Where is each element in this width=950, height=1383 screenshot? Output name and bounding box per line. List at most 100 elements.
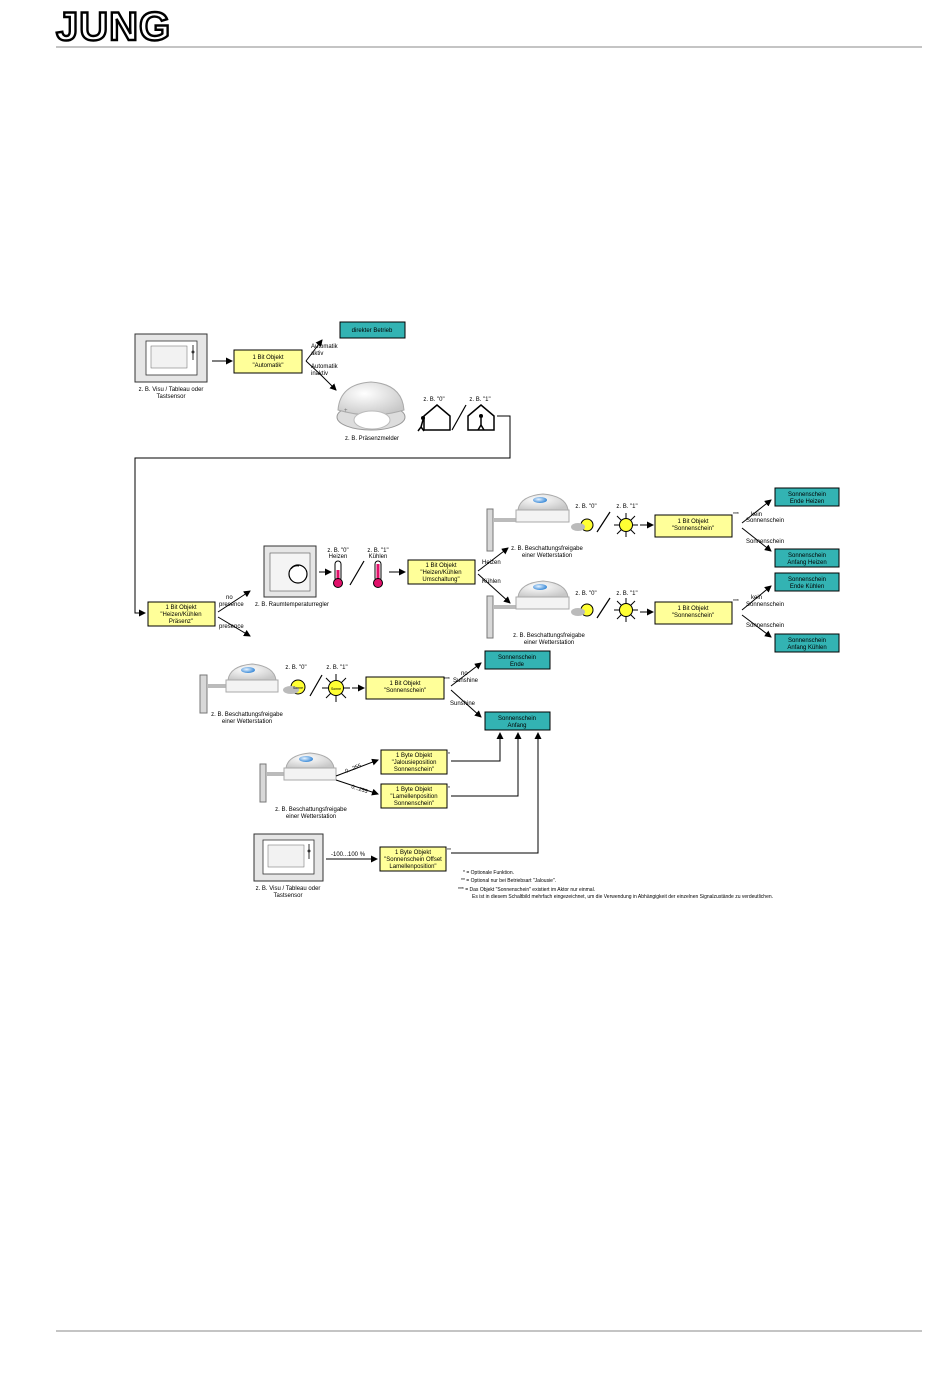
arrow-kuehlen (477, 573, 511, 604)
visu-caption-top: z. B. Visu / Tableau oder (139, 387, 204, 393)
label-presence: presence (219, 624, 244, 630)
label-range: -100...100 % (331, 852, 366, 858)
slash-divider-heizen (596, 511, 611, 533)
label-kein-kuehlen-1: kein (751, 595, 762, 601)
label-auto-aktiv-1: Automatik (311, 344, 339, 350)
logo-text: JUNG (56, 5, 171, 49)
obj-automatik-box: 1 Bit Objekt "Automatik" (233, 349, 303, 374)
mark-single-lamellen: * (448, 786, 450, 792)
label-zb1-kuehlen: z. B. "1" (616, 591, 637, 597)
arrow-auto-aktiv (305, 339, 323, 362)
label-zb1-presence: z. B. "1" (326, 665, 347, 671)
label-kuehlen1-1: z. B. "1" (367, 548, 388, 554)
arrow-no-presence (217, 590, 251, 613)
label-auto-inaktiv-1: Automatik (311, 364, 339, 370)
box-anfang-1: Sonnenschein (498, 716, 536, 722)
box-ende-heizen: Sonnenschein Ende Heizen (774, 487, 840, 507)
mark-double-offset: ** (447, 848, 451, 854)
obj-offset-box: 1 Byte Objekt "Sonnenschein Offset Lamel… (379, 846, 447, 872)
obj-lamellen-2: "Lamellenposition (390, 794, 437, 800)
arrow-sonne-kuehlen (741, 614, 772, 638)
obj-sonnenschein-heizen-box: 1 Bit Objekt "Sonnenschein" (654, 514, 733, 538)
label-kuehlen: Kühlen (482, 579, 501, 585)
box-anfang-heizen: Sonnenschein Anfang Heizen (774, 548, 840, 568)
weather-positions-caption-2: einer Wetterstation (286, 814, 336, 820)
jung-logo: JUNG (55, 4, 172, 50)
weather-kuehlen-caption-2: einer Wetterstation (524, 640, 574, 646)
obj-praesenz-line3: Präsenz" (169, 619, 193, 625)
connector-lamellen-to-anfang (451, 732, 522, 797)
weather-kuehlen-caption-1: z. B. Beschattungsfreigabe (513, 633, 585, 639)
footnotes: * = Optionale Funktion. ** = Optional nu… (458, 870, 773, 900)
connector-offset-to-anfang (451, 732, 542, 854)
obj-hk-line2: "Heizen/Kühlen (420, 570, 461, 576)
slash-divider-presence (309, 674, 323, 697)
obj-sonnenschein-heizen-1: 1 Bit Objekt (677, 519, 708, 525)
weather-heizen-caption-1: z. B. Beschattungsfreigabe (511, 546, 583, 552)
label-heizen: Heizen (482, 560, 501, 566)
visu-tableau-device-top (134, 333, 208, 383)
visu-tableau-device-bottom (253, 833, 324, 882)
obj-jalousie-box: 1 Byte Objekt "Jalousieposition Sonnensc… (380, 749, 448, 775)
obj-sonnenschein-presence-box: 1 Bit Objekt "Sonnenschein" (365, 676, 445, 700)
obj-jalousie-2: "Jalousieposition (392, 760, 437, 766)
obj-hk-umschaltung-box: 1 Bit Objekt "Heizen/Kühlen Umschaltung" (407, 559, 476, 585)
label-zb0-top: z. B. "0" (423, 397, 444, 403)
arrow-to-lamellen (335, 779, 379, 796)
arrow-sunshine (450, 689, 482, 718)
arrow-kein-sonne-heizen (741, 499, 772, 524)
sun-cloud-icon-kuehlen (571, 603, 594, 617)
box-ende-2: Ende (510, 662, 525, 668)
presence-caption: z. B. Präsenzmelder (345, 436, 399, 442)
footnote-2: ** = Optional nur bei Betriebsart "Jalou… (461, 878, 556, 884)
box-anfang-kuehlen: Sonnenschein Anfang Kühlen (774, 633, 840, 653)
label-kuehlen1-2: Kühlen (369, 554, 388, 560)
label-sonne-heizen: Sonnenschein (746, 539, 784, 545)
box-ende-kuehlen-2: Ende Kühlen (790, 584, 824, 590)
sun-label-presence-cloud: Sonne (293, 686, 303, 690)
visu-caption-top-2: Tastsensor (156, 394, 185, 400)
box-anfang-kuehlen-1: Sonnenschein (788, 638, 826, 644)
obj-automatik-line2: "Automatik" (253, 363, 284, 369)
label-sonne-kuehlen: Sonnenschein (746, 623, 784, 629)
box-anfang-heizen-2: Anfang Heizen (787, 560, 826, 566)
label-sunshine: Sunshine (450, 701, 476, 707)
obj-hk-line3: Umschaltung" (422, 577, 459, 583)
label-heizen0-2: Heizen (329, 554, 348, 560)
label-0-255-a: 0...255 (345, 763, 363, 775)
label-heizen0-1: z. B. "0" (327, 548, 348, 554)
arrow-heizen (477, 547, 509, 572)
arrow-no-sunshine (450, 662, 482, 687)
connector-jalousie-to-anfang (451, 732, 504, 762)
thermometer-warm-icon (373, 560, 383, 588)
weather-station-presence-icon (199, 663, 279, 714)
label-zb0-heizen: z. B. "0" (575, 504, 596, 510)
slash-divider-kuehlen (596, 597, 611, 619)
visu-caption-bottom-2: Tastsensor (273, 893, 302, 899)
box-ende-heizen-2: Ende Heizen (790, 499, 824, 505)
box-anfang: Sonnenschein Anfang (484, 711, 551, 731)
label-0-255-b: 0...255 (350, 784, 368, 795)
label-no-presence-2: presence (219, 602, 244, 608)
house-empty-icon (417, 404, 451, 432)
sun-icon-heizen (614, 513, 638, 537)
label-no-presence-1: no (226, 595, 233, 601)
obj-jalousie-3: Sonnenschein" (394, 767, 434, 773)
box-ende-1: Sonnenschein (498, 655, 536, 661)
obj-praesenz-box: 1 Bit Objekt "Heizen/Kühlen Präsenz" (147, 601, 216, 627)
box-anfang-kuehlen-2: Anfang Kühlen (787, 645, 826, 651)
sun-cloud-icon-presence: Sonne (283, 679, 306, 695)
sun-icon-presence: Sonne (322, 674, 350, 702)
footnote-4: Es ist in diesem Schaltbild mehrfach ein… (472, 894, 773, 900)
label-zb1-top: z. B. "1" (469, 397, 490, 403)
slash-divider-thermo (349, 560, 365, 586)
footnote-3: *** = Das Objekt "Sonnenschein" existier… (458, 887, 595, 893)
room-thermostat-icon (263, 545, 317, 598)
weather-station-kuehlen-icon (486, 580, 570, 639)
obj-sonnenschein-heizen-2: "Sonnenschein" (672, 526, 714, 532)
arrow-kein-sonne-kuehlen (741, 585, 772, 611)
weather-presence-caption-2: einer Wetterstation (222, 719, 272, 725)
box-ende: Sonnenschein Ende (484, 650, 551, 670)
